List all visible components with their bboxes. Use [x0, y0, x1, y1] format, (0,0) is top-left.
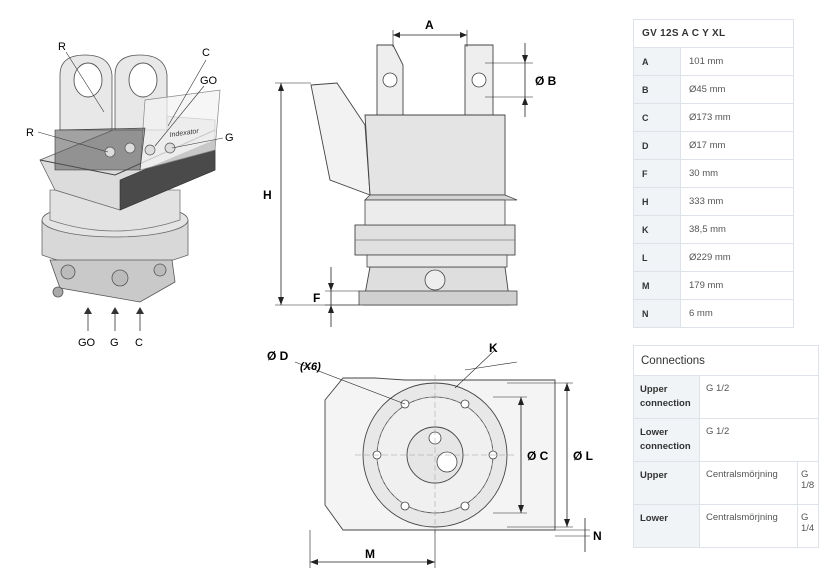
spec-key: C — [633, 103, 681, 132]
spec-value: 6 mm — [680, 299, 794, 328]
spec-key: L — [633, 243, 681, 272]
dim-k-label: K — [489, 341, 498, 355]
spec-value: Ø173 mm — [680, 103, 794, 132]
iso-g-bottom-label: G — [110, 337, 119, 349]
connections-table-title: Connections — [633, 345, 819, 376]
connection-key: Upper connection — [633, 375, 700, 419]
spec-key: B — [633, 75, 681, 104]
spec-value: 30 mm — [680, 159, 794, 188]
dim-l-label: Ø L — [573, 449, 593, 463]
spec-key: M — [633, 271, 681, 300]
table-row: Upper connection G 1/2 — [633, 375, 819, 419]
dim-b-label: Ø B — [535, 74, 557, 88]
iso-c-label: C — [202, 47, 210, 59]
connection-value: G 1/2 — [699, 418, 819, 462]
spec-key: D — [633, 131, 681, 160]
connection-extra: G 1/4 — [797, 504, 819, 548]
spec-value: 101 mm — [680, 47, 794, 76]
spec-table-title: GV 12S A C Y XL — [633, 19, 794, 48]
dim-c-label: Ø C — [527, 449, 549, 463]
iso-c-bottom-label: C — [135, 337, 143, 349]
dim-n-label: N — [593, 529, 602, 543]
dim-a-label: A — [425, 18, 434, 32]
isometric-rotator-view: Indexator R C GO R G GO G C — [26, 41, 234, 349]
connection-key: Lower — [633, 504, 700, 548]
dim-f-label: F — [313, 291, 320, 305]
table-row: Upper Centralsmörjning G 1/8 — [633, 461, 819, 505]
side-elevation-view: A Ø B H F — [263, 18, 557, 327]
spec-value: 333 mm — [680, 187, 794, 216]
dim-d-label: Ø D — [267, 349, 289, 363]
iso-r-top-label: R — [58, 41, 66, 53]
iso-go-top-label: GO — [200, 75, 218, 87]
spec-key: A — [633, 47, 681, 76]
connection-extra: G 1/8 — [797, 461, 819, 505]
dim-h-label: H — [263, 188, 272, 202]
connections-table: Connections Upper connection G 1/2 Lower… — [633, 345, 819, 548]
spec-value: 38,5 mm — [680, 215, 794, 244]
dim-x6-label: (X6) — [300, 361, 321, 373]
iso-go-bottom-label: GO — [78, 337, 96, 349]
connection-value: Centralsmörjning — [699, 461, 798, 505]
spec-table-header: GV 12S A C Y XL — [633, 19, 794, 48]
connection-key: Upper — [633, 461, 700, 505]
brand-label: Indexator — [169, 128, 200, 139]
connection-key: Lower connection — [633, 418, 700, 462]
spec-value: Ø17 mm — [680, 131, 794, 160]
spec-value: Ø229 mm — [680, 243, 794, 272]
connection-value: Centralsmörjning — [699, 504, 798, 548]
spec-key: H — [633, 187, 681, 216]
spec-value: Ø45 mm — [680, 75, 794, 104]
spec-key: F — [633, 159, 681, 188]
spec-key: N — [633, 299, 681, 328]
dim-m-label: M — [365, 547, 375, 561]
table-row: Lower connection G 1/2 — [633, 418, 819, 462]
table-row: Lower Centralsmörjning G 1/4 — [633, 504, 819, 548]
iso-g-right-label: G — [225, 132, 234, 144]
iso-r-left-label: R — [26, 127, 34, 139]
spec-key: K — [633, 215, 681, 244]
connection-value: G 1/2 — [699, 375, 819, 419]
top-plan-view: Ø D (X6) K Ø C Ø L M N — [267, 341, 602, 568]
connections-table-header: Connections — [633, 345, 819, 376]
spec-value: 179 mm — [680, 271, 794, 300]
